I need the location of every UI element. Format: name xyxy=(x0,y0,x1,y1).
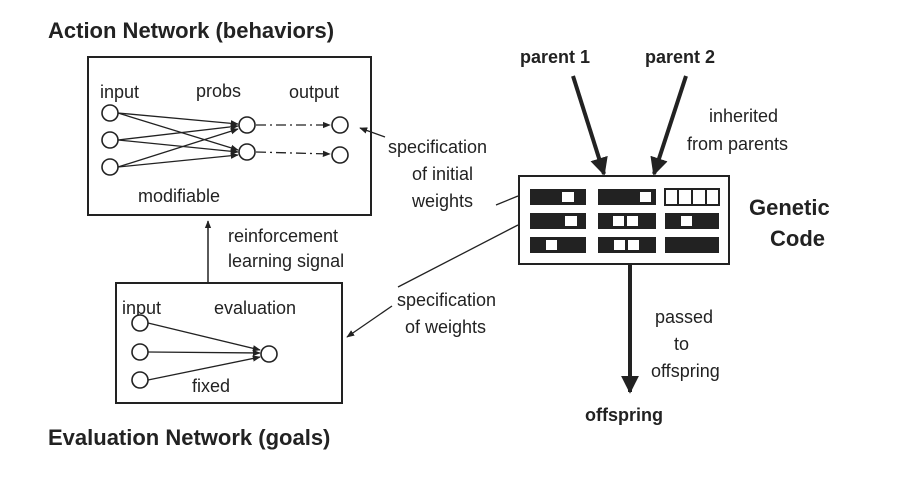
action-probs-label: probs xyxy=(196,81,241,101)
weights-label-line2: of weights xyxy=(405,317,486,337)
gene-block xyxy=(530,189,586,205)
parent2-arrow xyxy=(650,75,688,176)
action-network-box xyxy=(87,56,372,216)
reinforcement-label-line2: learning signal xyxy=(228,251,344,271)
action-modifiable-label: modifiable xyxy=(138,186,220,206)
weights-line-genetic xyxy=(397,224,519,288)
parent2-label: parent 2 xyxy=(645,47,715,67)
initial-weights-line1: specification xyxy=(388,137,487,157)
initial-weights-line2: of initial xyxy=(412,164,473,184)
action-output-label: output xyxy=(289,82,339,102)
evaluation-connections xyxy=(147,322,261,381)
gene-blocks xyxy=(530,188,720,253)
gene-block-gap xyxy=(562,192,574,202)
gene-block xyxy=(530,237,586,253)
evaluation-input-node xyxy=(131,343,149,361)
action-output-connections xyxy=(255,121,331,158)
offspring-label: offspring xyxy=(585,405,663,425)
action-output-node xyxy=(331,146,349,164)
action-prob-node xyxy=(238,116,256,134)
genetic-code-label-line1: Genetic xyxy=(749,195,830,220)
gene-block xyxy=(530,213,586,229)
reinforcement-label-line1: reinforcement xyxy=(228,226,338,246)
passed-label-line3: offspring xyxy=(651,361,720,381)
genetic-code-label-line2: Code xyxy=(770,226,825,251)
gene-block xyxy=(598,237,656,253)
evaluation-fixed-label: fixed xyxy=(192,376,230,396)
evaluation-network-title: Evaluation Network (goals) xyxy=(48,425,330,450)
action-network-title: Action Network (behaviors) xyxy=(48,18,334,43)
initial-weights-arrow-action xyxy=(359,127,386,138)
action-input-connections xyxy=(117,112,239,168)
passed-label-line2: to xyxy=(674,334,689,354)
genetic-code-box xyxy=(518,175,730,265)
evaluation-network-box xyxy=(115,282,343,404)
action-input-node xyxy=(101,104,119,122)
evaluation-evaluation-label: evaluation xyxy=(214,298,296,318)
parent1-arrow xyxy=(571,75,608,176)
weights-arrow-evaluation xyxy=(346,305,393,338)
inherited-label-line2: from parents xyxy=(687,134,788,154)
action-prob-node xyxy=(238,143,256,161)
evaluation-input-node xyxy=(131,314,149,332)
evaluation-input-node xyxy=(131,371,149,389)
action-input-node xyxy=(101,158,119,176)
parent1-label: parent 1 xyxy=(520,47,590,67)
evaluation-output-node xyxy=(260,345,278,363)
passed-label-line1: passed xyxy=(655,307,713,327)
gene-block xyxy=(665,237,719,253)
initial-weights-line-genetic xyxy=(495,195,519,206)
weights-label-line1: specification xyxy=(397,290,496,310)
gene-block-gap xyxy=(640,192,651,202)
initial-weights-line3: weights xyxy=(411,191,473,211)
action-input-node xyxy=(101,131,119,149)
action-output-node xyxy=(331,116,349,134)
action-input-label: input xyxy=(100,82,139,102)
inherited-label-line1: inherited xyxy=(709,106,778,126)
evaluation-input-label: input xyxy=(122,298,161,318)
